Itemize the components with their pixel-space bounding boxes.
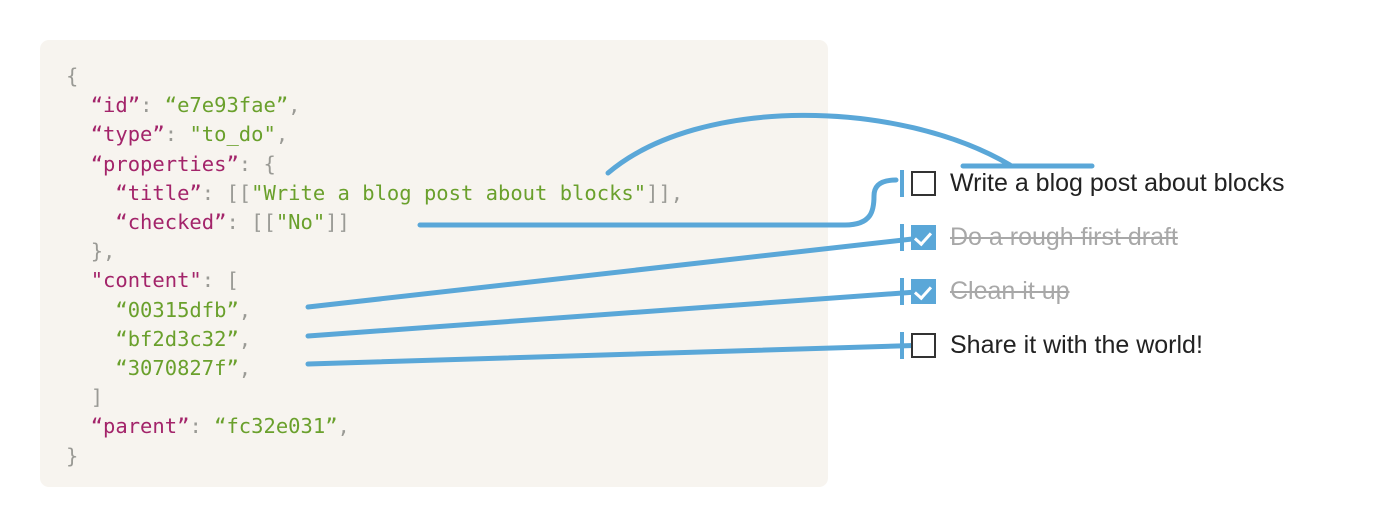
checkbox-checked-icon[interactable]: [911, 224, 936, 250]
json-token-punct: {: [66, 64, 79, 88]
json-line: "content": [: [66, 266, 683, 295]
json-token-punct: ]],: [646, 180, 684, 205]
json-token-punct: ]: [90, 385, 104, 410]
json-token-punct: :: [164, 122, 190, 147]
json-line: ]: [66, 383, 683, 412]
json-token-str: “00315dfb”: [115, 297, 239, 322]
todo-item[interactable]: Do a rough first draft: [900, 222, 1178, 252]
json-line: “checked”: [["No"]]: [66, 208, 683, 237]
json-token-punct: :: [140, 93, 165, 118]
json-code-panel: { “id”: “e7e93fae”, “type”: "to_do", “pr…: [40, 40, 828, 487]
todo-item-label: Share it with the world!: [950, 330, 1203, 359]
json-line: “3070827f”,: [66, 354, 683, 383]
todo-item-label: Do a rough first draft: [950, 222, 1178, 251]
json-token-punct: ,: [275, 122, 289, 147]
connector-tick-icon: [900, 169, 904, 197]
json-token-str: "to_do": [189, 122, 276, 147]
json-line: “type”: "to_do",: [66, 120, 683, 149]
json-token-key: “title”: [115, 180, 202, 205]
json-token-str: "Write a blog post about blocks": [251, 180, 647, 205]
json-token-punct: ,: [238, 356, 252, 381]
json-token-punct: }: [66, 443, 79, 468]
json-token-punct: : {: [238, 151, 276, 176]
todo-item[interactable]: Clean it up: [900, 276, 1070, 306]
json-line: “00315dfb”,: [66, 296, 683, 325]
json-token-punct: },: [90, 239, 116, 264]
json-code-text: { “id”: “e7e93fae”, “type”: "to_do", “pr…: [66, 62, 683, 471]
todo-item-label: Clean it up: [950, 276, 1070, 305]
json-token-punct: ,: [337, 414, 350, 439]
json-line: “properties”: {: [66, 150, 683, 179]
json-token-punct: :: [189, 414, 215, 439]
json-line: },: [66, 237, 683, 266]
json-token-punct: : [[: [226, 210, 276, 235]
checkbox-unchecked-icon[interactable]: [911, 332, 936, 358]
json-token-str: "No": [275, 210, 326, 235]
todo-item[interactable]: Write a blog post about blocks: [900, 168, 1284, 198]
json-token-key: "content": [90, 268, 202, 293]
json-line: “id”: “e7e93fae”,: [66, 91, 683, 120]
json-line: “bf2d3c32”,: [66, 325, 683, 354]
todo-item-label: Write a blog post about blocks: [950, 168, 1285, 197]
json-token-str: “bf2d3c32”: [115, 326, 239, 351]
checkbox-unchecked-icon[interactable]: [911, 170, 936, 196]
json-token-punct: ,: [288, 93, 301, 118]
json-token-key: “checked”: [115, 210, 227, 235]
connector-tick-icon: [900, 331, 904, 359]
json-token-punct: : [[: [201, 180, 252, 205]
json-token-punct: ,: [238, 326, 252, 351]
json-token-str: “fc32e031”: [214, 414, 338, 439]
checkbox-checked-icon[interactable]: [911, 278, 936, 304]
json-token-key: “id”: [90, 93, 141, 118]
json-token-str: “e7e93fae”: [164, 93, 289, 118]
json-token-punct: ,: [238, 297, 252, 322]
json-line: “title”: [["Write a blog post about bloc…: [66, 179, 683, 208]
json-line: {: [66, 62, 683, 91]
connector-tick-icon: [900, 223, 904, 251]
json-token-key: “properties”: [90, 151, 239, 176]
connector-tick-icon: [900, 277, 904, 305]
json-line: }: [66, 442, 683, 471]
json-token-key: “type”: [90, 122, 165, 147]
json-token-str: “3070827f”: [115, 356, 239, 381]
json-token-key: “parent”: [90, 414, 190, 439]
todo-item[interactable]: Share it with the world!: [900, 330, 1203, 360]
json-token-punct: : [: [201, 268, 239, 293]
json-token-punct: ]]: [325, 210, 350, 235]
json-line: “parent”: “fc32e031”,: [66, 412, 683, 441]
